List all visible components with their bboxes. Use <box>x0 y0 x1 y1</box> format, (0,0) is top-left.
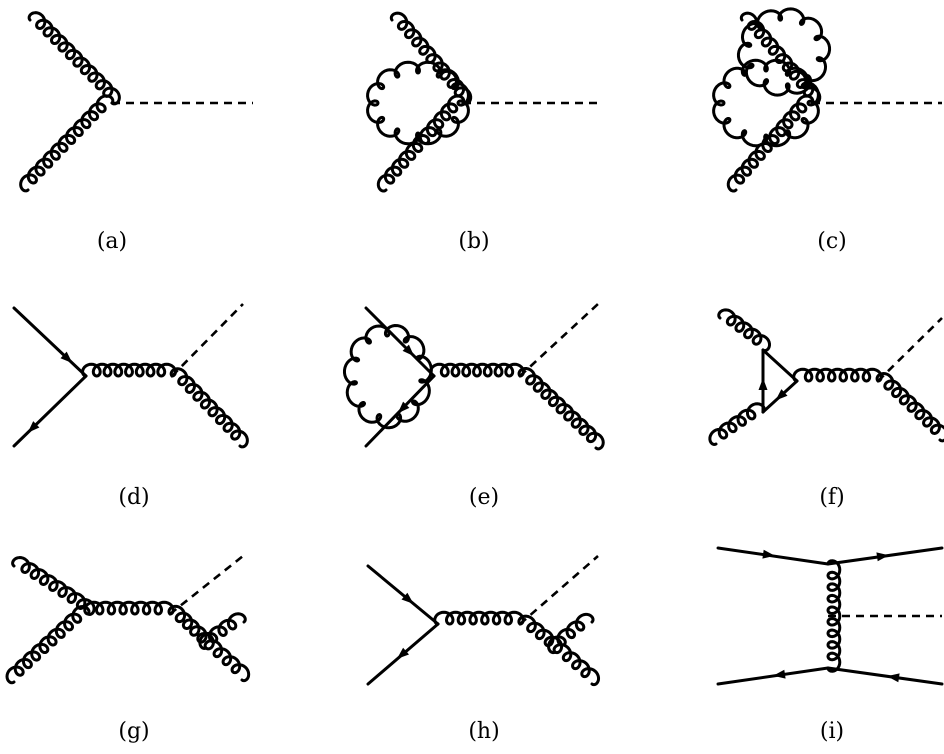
gluon-line <box>792 367 883 383</box>
gluon-line <box>167 604 215 651</box>
panel-label-d: (d) <box>118 485 149 510</box>
panel-label-b: (b) <box>458 229 489 254</box>
arrow-icon <box>773 669 786 679</box>
gluon-line <box>389 11 473 106</box>
gluon-loop <box>736 7 832 97</box>
diagram-b <box>366 11 603 193</box>
gluon-loop <box>712 58 820 148</box>
scalar-line <box>519 555 599 625</box>
gluon-line <box>169 367 249 449</box>
gluon-line <box>826 559 842 673</box>
panel-label-g: (g) <box>118 719 149 744</box>
quark-line <box>761 348 799 383</box>
gluon-line <box>5 605 91 685</box>
gluon-line <box>547 612 595 655</box>
gluon-line <box>376 94 466 193</box>
panel-label-e: (e) <box>469 485 499 510</box>
gluon-line <box>83 600 175 616</box>
gluon-line <box>517 366 605 451</box>
gluon-line <box>875 372 944 443</box>
diagram-i <box>716 546 944 686</box>
quark-line <box>12 306 88 378</box>
gluon-line <box>198 612 247 650</box>
diagram-c <box>712 7 942 193</box>
arrow-icon <box>876 552 889 562</box>
gluon-line <box>517 614 564 655</box>
gluon-loop <box>342 324 433 430</box>
arrow-icon <box>401 592 414 604</box>
scalar-line <box>169 554 244 616</box>
antiquark-line <box>12 374 88 448</box>
quark-line <box>364 306 436 378</box>
arrow-icon <box>758 378 768 390</box>
panel-label-i: (i) <box>820 719 844 744</box>
scalar-line <box>519 303 599 377</box>
antiquark-line <box>826 666 944 686</box>
arrow-icon <box>60 351 73 364</box>
gluon-line <box>203 639 251 683</box>
gluon-line <box>552 643 601 687</box>
gluon-line <box>27 11 121 106</box>
panel-label-f: (f) <box>819 485 844 510</box>
arrow-icon <box>27 421 40 433</box>
arrow-icon <box>887 673 900 683</box>
arrow-icon <box>775 389 788 401</box>
gluon-line <box>717 308 771 353</box>
quark-line <box>366 564 440 626</box>
arrow-icon <box>397 401 410 414</box>
gluon-line <box>19 94 115 193</box>
arrow-icon <box>762 549 775 559</box>
scalar-line <box>877 317 943 382</box>
antiquark-line <box>716 666 830 686</box>
gluon-line <box>429 362 525 378</box>
gluon-line <box>433 610 525 626</box>
gluon-line <box>11 556 96 616</box>
diagram-h <box>366 555 601 687</box>
gluon-line <box>739 11 822 106</box>
gluon-line <box>81 362 177 378</box>
diagram-d <box>12 303 249 449</box>
gluon-loop <box>366 60 470 146</box>
diagram-g <box>5 554 251 685</box>
diagram-f <box>708 308 944 446</box>
panel-label-a: (a) <box>97 229 127 254</box>
arrow-icon <box>402 344 415 357</box>
arrow-icon <box>396 647 409 659</box>
panel-label-h: (h) <box>468 719 499 744</box>
panel-label-c: (c) <box>817 229 847 254</box>
gluon-line <box>708 402 766 446</box>
diagram-e <box>342 303 605 451</box>
scalar-line <box>171 303 244 377</box>
diagram-a <box>19 11 253 193</box>
